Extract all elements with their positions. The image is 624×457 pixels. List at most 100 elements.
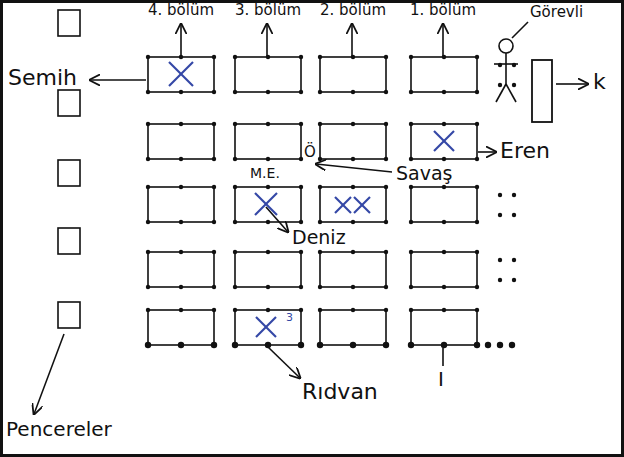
- student-dot: [442, 122, 446, 126]
- cross-mark: [255, 193, 277, 215]
- student-symbol: Ö: [304, 144, 316, 161]
- student-dot: [212, 122, 216, 126]
- desk: [320, 310, 386, 345]
- student-dot: [512, 258, 516, 262]
- window: [58, 228, 80, 254]
- desk: [235, 187, 301, 222]
- teacher-desk: [532, 60, 552, 122]
- student-dot: [497, 342, 503, 348]
- student-dot: [233, 122, 237, 126]
- desk: [235, 252, 301, 287]
- callout-number: 3: [286, 312, 293, 324]
- student-dot: [318, 55, 322, 59]
- window: [58, 302, 80, 328]
- student-dot: [351, 90, 355, 94]
- student-dot: [498, 278, 502, 282]
- student-dot: [383, 342, 389, 348]
- student-dot: [475, 90, 479, 94]
- student-dot: [266, 185, 270, 189]
- desk: [148, 252, 214, 287]
- student-dot: [212, 157, 216, 161]
- student-dot: [442, 220, 446, 224]
- desk: [411, 124, 477, 159]
- student-dot: [299, 308, 303, 312]
- student-dot: [179, 250, 183, 254]
- student-name: Eren: [500, 139, 550, 163]
- student-dot: [299, 185, 303, 189]
- desk: [320, 124, 386, 159]
- student-dot: [179, 185, 183, 189]
- student-dot: [350, 342, 356, 348]
- student-dot: [498, 83, 502, 87]
- staff-label: Görevli: [530, 4, 583, 21]
- student-dot: [512, 213, 516, 217]
- desk: [411, 187, 477, 222]
- student-dot: [409, 55, 413, 59]
- student-dot: [233, 308, 237, 312]
- student-dot: [384, 185, 388, 189]
- section-label: 1. bölüm: [410, 2, 476, 19]
- student-name: Rıdvan: [302, 380, 378, 404]
- mark-label: I: [438, 368, 444, 390]
- student-dot: [233, 285, 237, 289]
- student-dot: [318, 122, 322, 126]
- student-dot: [146, 220, 150, 224]
- student-dot: [211, 342, 217, 348]
- student-dot: [179, 122, 183, 126]
- student-dot: [299, 55, 303, 59]
- student-dot: [409, 122, 413, 126]
- student-dot: [384, 55, 388, 59]
- student-dot: [475, 250, 479, 254]
- student-dot: [384, 220, 388, 224]
- student-dot: [351, 220, 355, 224]
- student-dot: [409, 220, 413, 224]
- student-dot: [212, 55, 216, 59]
- student-dot: [498, 193, 502, 197]
- student-dot: [351, 157, 355, 161]
- desk: [320, 187, 386, 222]
- student-dot: [317, 342, 323, 348]
- student-dot: [384, 157, 388, 161]
- student-dot: [409, 185, 413, 189]
- student-dot: [179, 157, 183, 161]
- student-dot: [475, 285, 479, 289]
- desk: [235, 57, 301, 92]
- student-dot: [475, 157, 479, 161]
- teacher-initials: M.E.: [250, 166, 280, 181]
- student-name: Savaş: [396, 163, 453, 184]
- student-dot: [408, 342, 414, 348]
- student-dot: [266, 308, 270, 312]
- student-dot: [318, 185, 322, 189]
- student-dot: [318, 285, 322, 289]
- student-dot: [212, 90, 216, 94]
- student-dot: [179, 220, 183, 224]
- student-dot: [146, 308, 150, 312]
- student-dot: [475, 55, 479, 59]
- student-dot: [442, 285, 446, 289]
- window-symbols: [58, 10, 80, 328]
- student-dot: [233, 220, 237, 224]
- cross-mark: [169, 62, 193, 86]
- student-dot: [212, 185, 216, 189]
- desk: [411, 252, 477, 287]
- student-dot: [409, 157, 413, 161]
- student-dot: [145, 342, 151, 348]
- cross-mark: [354, 197, 370, 213]
- student-dot: [233, 90, 237, 94]
- desk: [148, 124, 214, 159]
- section-label: 4. bölüm: [148, 2, 214, 19]
- student-dot: [146, 55, 150, 59]
- student-dot: [442, 308, 446, 312]
- student-dot: [299, 250, 303, 254]
- student-dot: [212, 308, 216, 312]
- desk: [235, 124, 301, 159]
- student-dot: [442, 250, 446, 254]
- cross-mark: [335, 197, 351, 213]
- student-dot: [442, 90, 446, 94]
- desk-grid: [145, 55, 516, 348]
- desk: [320, 57, 386, 92]
- student-dot: [233, 157, 237, 161]
- student-dot: [512, 193, 516, 197]
